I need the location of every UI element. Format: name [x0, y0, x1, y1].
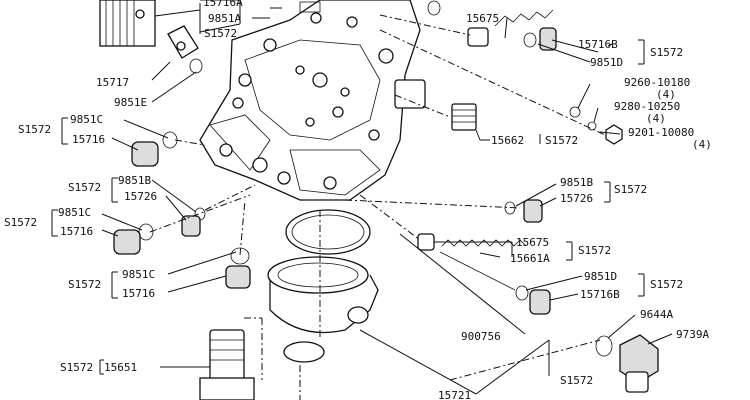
- label-9851c-lower: 9851C: [122, 268, 155, 281]
- label-15716a-top: 15716A: [203, 0, 243, 9]
- label-15651: 15651: [104, 361, 137, 374]
- label-15716b-lower: 15716B: [580, 288, 620, 301]
- label-9851e: 9851E: [114, 96, 147, 109]
- label-s1572-bottom-right: S1572: [560, 374, 593, 387]
- label-9851a-top: 9851A: [208, 12, 241, 25]
- label-15675-top: 15675: [466, 12, 499, 25]
- label-9851c-upper: 9851C: [70, 113, 103, 126]
- label-9201-10080: 9201-10080: [628, 126, 694, 139]
- label-9644a: 9644A: [640, 308, 673, 321]
- oil-cooler: [99, 0, 201, 47]
- plug-15716b-lower: [515, 285, 551, 315]
- label-s1572-top-left: S1572: [204, 27, 237, 40]
- valve-and-spring: [417, 233, 527, 291]
- label-9280-10250: 9280-10250: [614, 100, 680, 113]
- fitting-9739a: [595, 334, 659, 393]
- label-s1572-right-mid: S1572: [614, 183, 647, 196]
- label-s1572-15662: S1572: [545, 134, 578, 147]
- o-ring-small: [283, 341, 325, 363]
- label-15716-upper: 15716: [72, 133, 105, 146]
- label-s1572-top-right: S1572: [650, 46, 683, 59]
- label-15726-left: 15726: [124, 190, 157, 203]
- label-brackets: [51, 3, 645, 375]
- plug-15662: [451, 103, 477, 131]
- label-s1572-left-upper: S1572: [18, 123, 51, 136]
- label-15662: 15662: [491, 134, 524, 147]
- label-9739a: 9739A: [676, 328, 709, 341]
- label-15675-lower: 15675: [516, 236, 549, 249]
- label-qty-3: (4): [692, 138, 712, 151]
- plug-15716-left-mid: [113, 223, 154, 255]
- label-15721: 15721: [438, 389, 471, 400]
- part-labels: 15716A 9851A S1572 15675 15716B S1572 98…: [4, 0, 712, 400]
- plug-15716-left-lower: [225, 247, 251, 289]
- label-9260-10180: 9260-10180: [624, 76, 690, 89]
- label-9851d-top: 9851D: [590, 56, 623, 69]
- relief-valve-parts-top: [427, 0, 557, 51]
- label-15661a: 15661A: [510, 252, 550, 265]
- label-qty-1: (4): [656, 88, 676, 101]
- label-qty-2: (4): [646, 112, 666, 125]
- label-900756: 900756: [461, 330, 501, 343]
- oil-pump-housing: [199, 0, 426, 201]
- label-9851d-lower: 9851D: [584, 270, 617, 283]
- label-s1572-15675: S1572: [578, 244, 611, 257]
- filter-adapter: [267, 256, 379, 334]
- label-9851b-left: 9851B: [118, 174, 151, 187]
- label-s1572-15651: S1572: [60, 361, 93, 374]
- cover-plate: [167, 25, 203, 74]
- plug-15726-right: [504, 199, 543, 223]
- center-lines: [149, 14, 606, 400]
- label-s1572-left-mid2: S1572: [4, 216, 37, 229]
- o-ring-large: [285, 209, 371, 255]
- label-s1572-left-lower: S1572: [68, 278, 101, 291]
- label-9851c-mid: 9851C: [58, 206, 91, 219]
- label-15726-right: 15726: [560, 192, 593, 205]
- label-15716-mid: 15716: [60, 225, 93, 238]
- union-bolt-15651: [199, 329, 255, 400]
- plug-15716-left-upper: [131, 131, 178, 167]
- label-s1572-right-lower: S1572: [650, 278, 683, 291]
- label-s1572-left-mid: S1572: [68, 181, 101, 194]
- leader-lines: [101, 0, 673, 395]
- plug-15726-left: [181, 207, 206, 237]
- label-15716b-top: 15716B: [578, 38, 618, 51]
- label-9851b-right: 9851B: [560, 176, 593, 189]
- bolt-washer-nut: [569, 106, 623, 145]
- label-15716-lower: 15716: [122, 287, 155, 300]
- label-15717: 15717: [96, 76, 129, 89]
